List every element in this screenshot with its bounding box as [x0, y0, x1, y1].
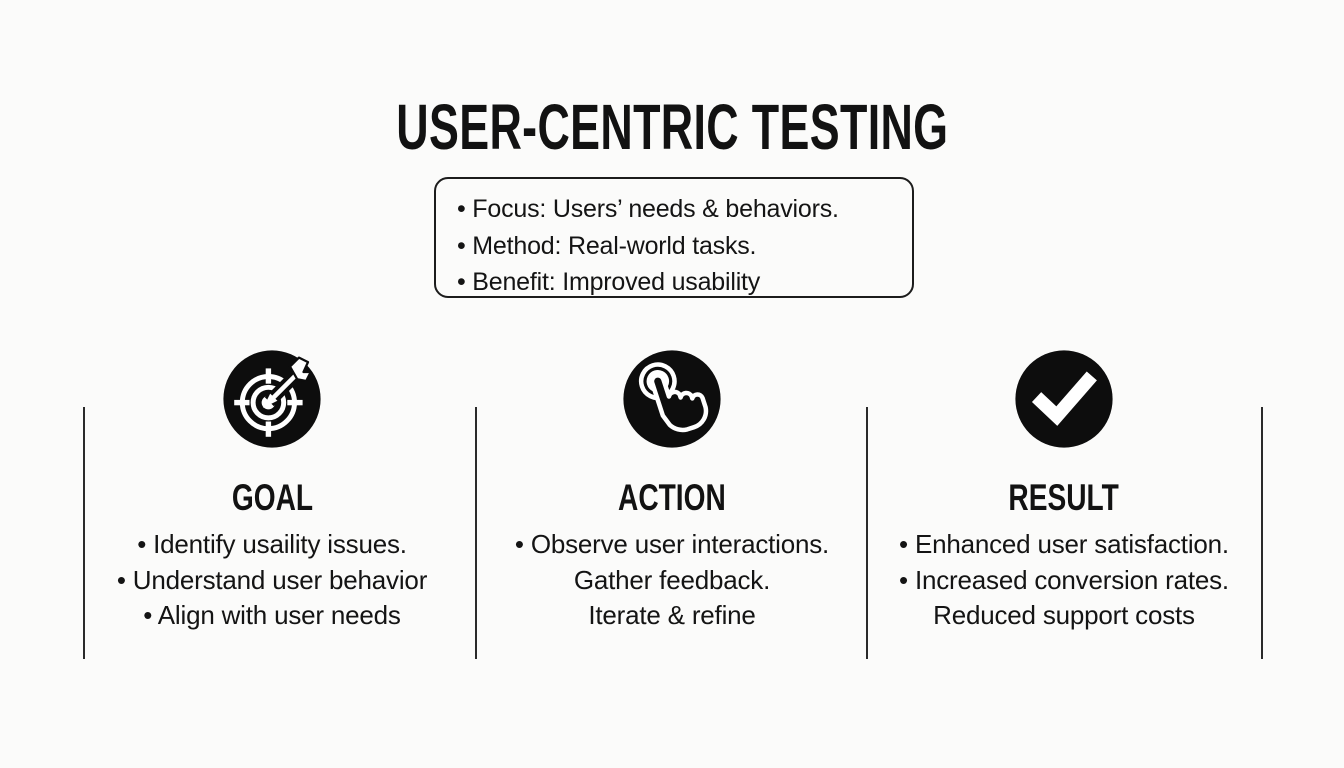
column-divider [475, 407, 477, 659]
list-item: • Observe user interactions. [514, 529, 830, 559]
column-result: RESULT • Enhanced user satisfaction. • I… [868, 345, 1260, 634]
summary-item: • Benefit: Improved usability [457, 268, 761, 296]
summary-item: • Method: Real-world tasks. [457, 231, 757, 260]
column-title: ACTION [618, 477, 726, 518]
summary-item: • Focus: Users’ needs & behaviors. [457, 195, 839, 223]
column-action: ACTION • Observe user interactions. Gath… [476, 345, 868, 634]
column-goal: GOAL • Identify usaility issues. • Under… [76, 345, 468, 634]
summary-box: • Focus: Users’ needs & behaviors. • Met… [434, 177, 914, 298]
list-item: Gather feedback. [573, 564, 771, 595]
result-list: • Enhanced user satisfaction. • Increase… [868, 527, 1260, 634]
goal-list: • Identify usaility issues. • Understand… [76, 527, 468, 634]
action-list: • Observe user interactions. Gather feed… [476, 527, 868, 634]
page-title: USER-CENTRIC TESTING [395, 91, 949, 163]
column-divider [1261, 407, 1263, 659]
list-item: Reduced support costs [933, 600, 1195, 630]
list-item: • Align with user needs [143, 600, 401, 630]
list-item: • Increased conversion rates. [899, 564, 1229, 595]
checkmark-icon [1015, 350, 1113, 448]
list-item: Iterate & refine [588, 600, 756, 630]
column-title: RESULT [1008, 477, 1120, 518]
header: USER-CENTRIC TESTING [0, 90, 1344, 164]
column-title: GOAL [231, 477, 313, 518]
column-divider [83, 407, 85, 659]
list-item: • Enhanced user satisfaction. [899, 529, 1229, 559]
list-item: • Identify usaility issues. [137, 529, 407, 559]
column-divider [866, 407, 868, 659]
tap-gesture-icon [623, 350, 721, 448]
target-dart-icon [223, 350, 321, 448]
list-item: • Understand user behavior [116, 564, 428, 595]
